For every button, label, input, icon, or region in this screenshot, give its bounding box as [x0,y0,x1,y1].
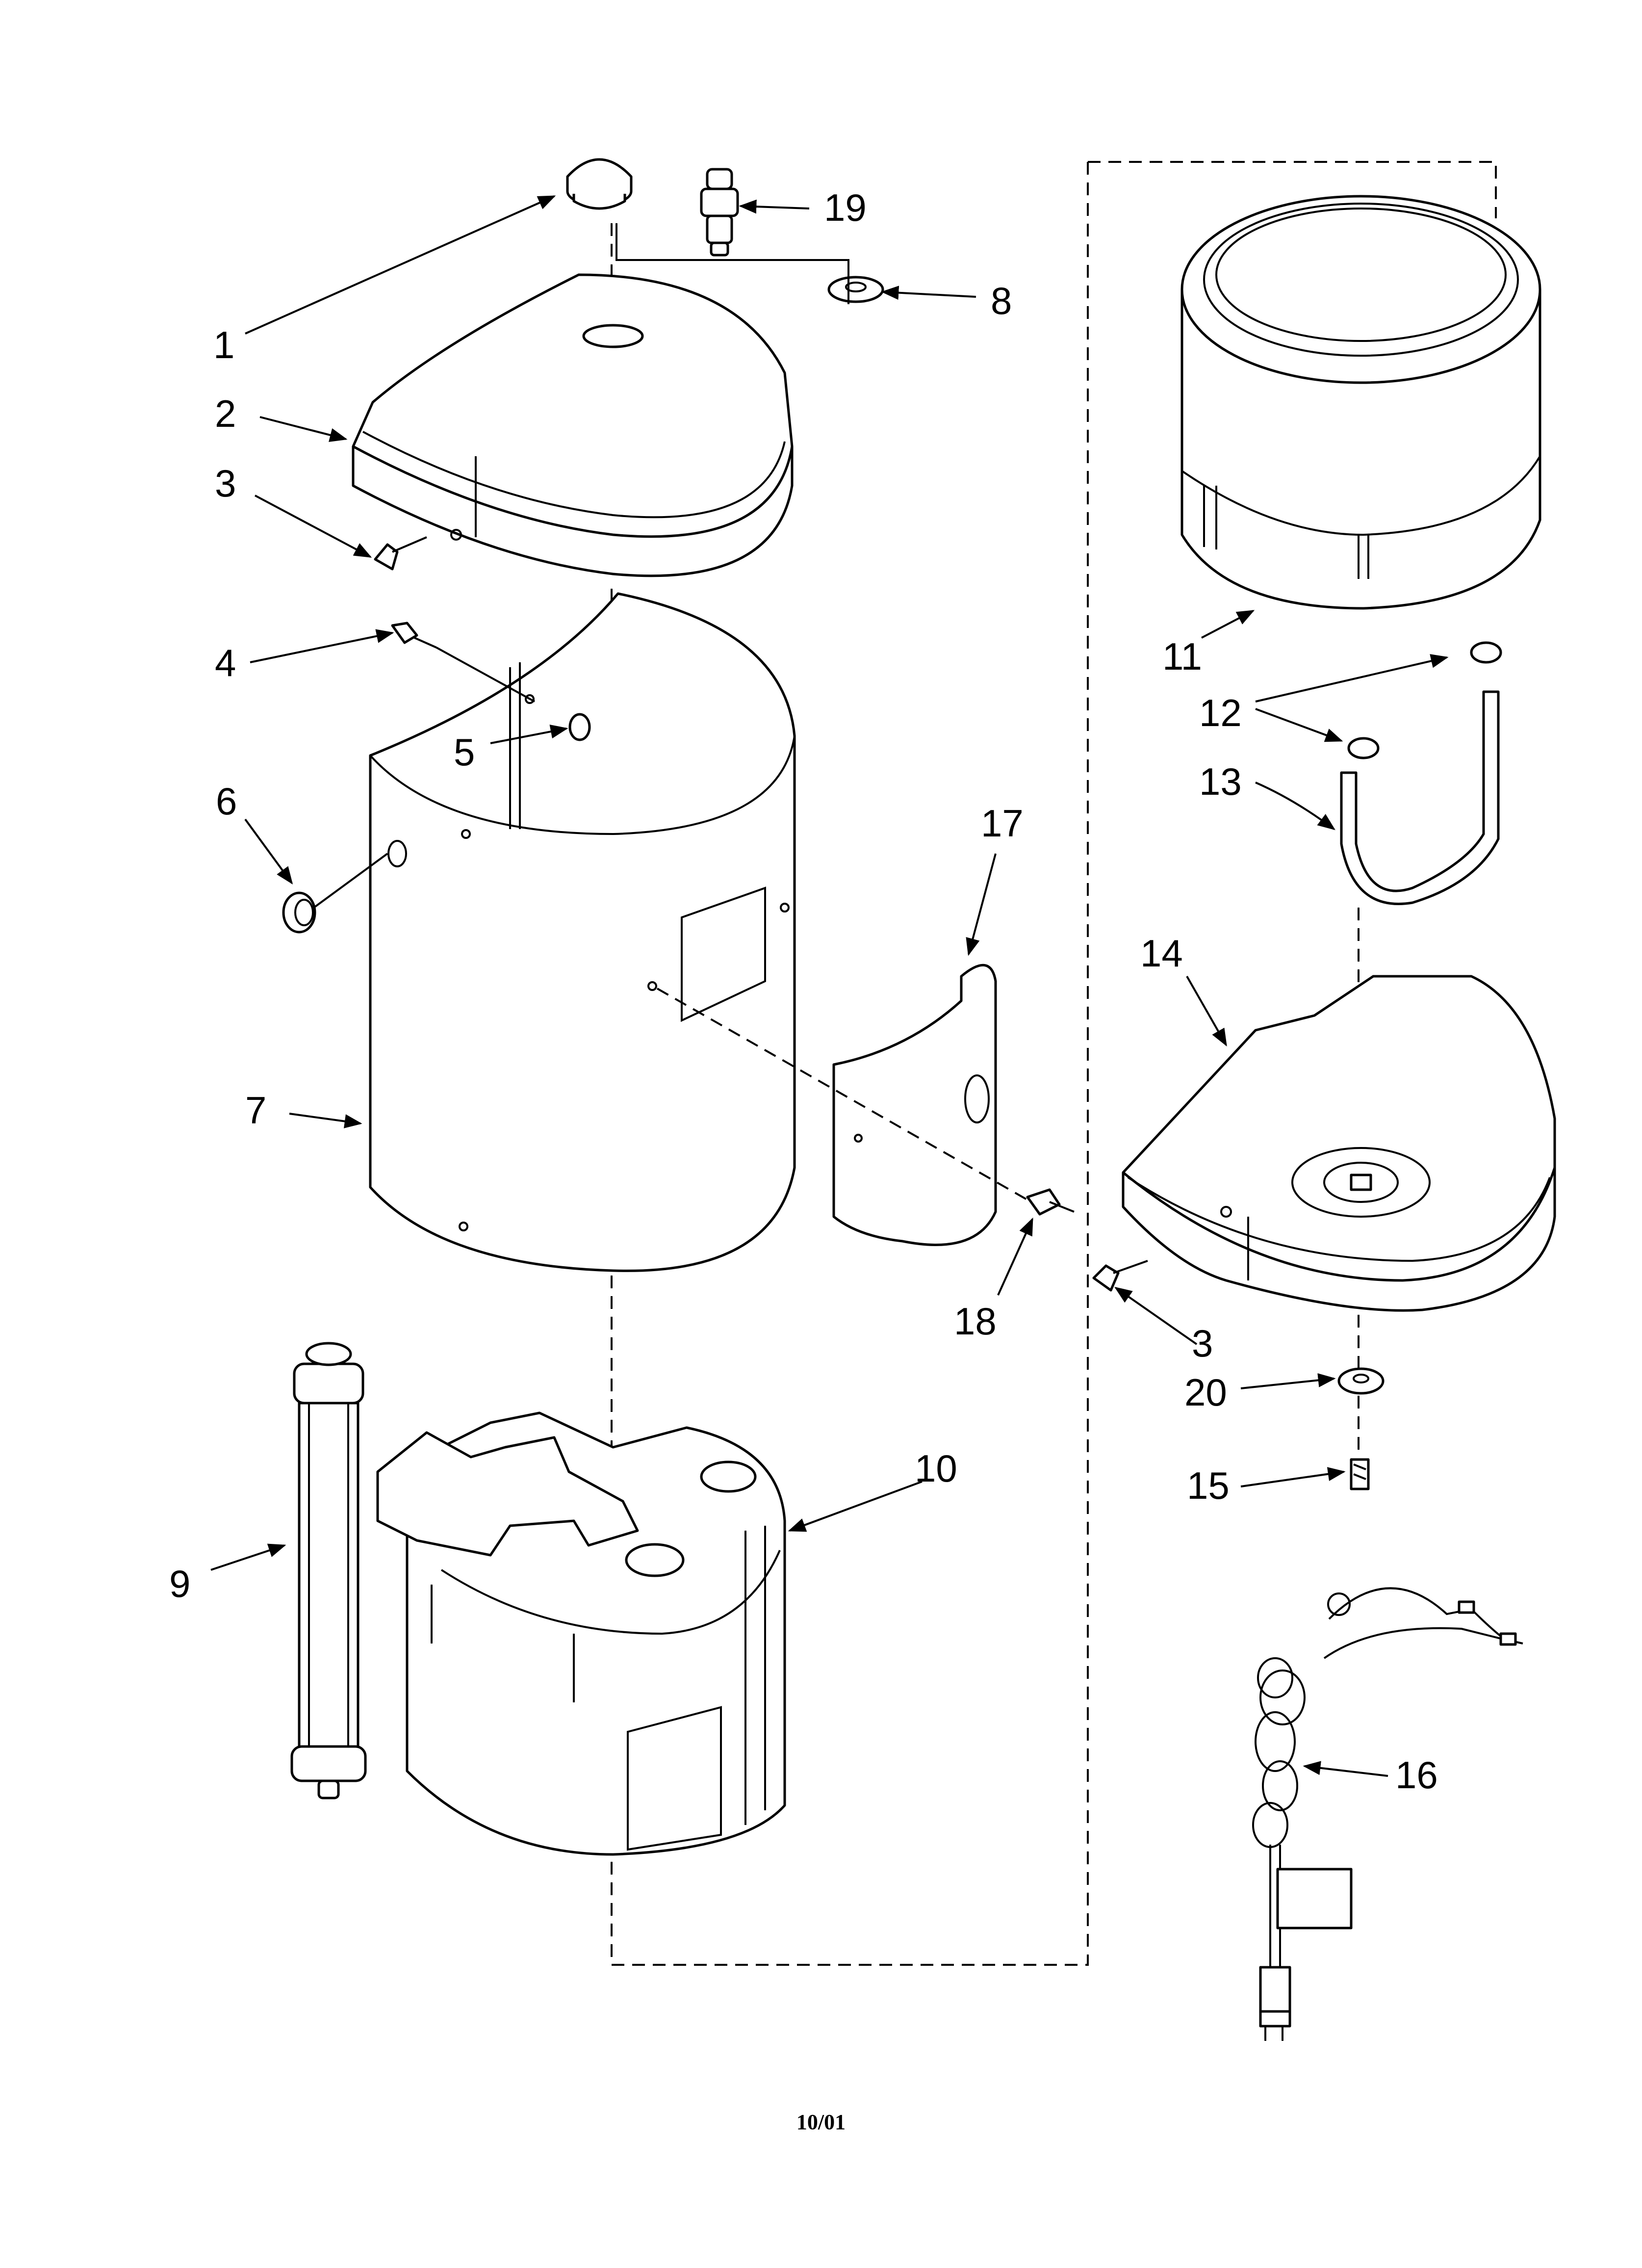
part-12-clamp [1347,641,1502,759]
label-part-13: 13 [1199,760,1242,803]
part-4-screw [391,622,535,703]
part-15-screw [1350,1458,1370,1490]
part-1-plug [566,158,633,210]
part-10-base [376,1411,786,1856]
label-part-10: 10 [915,1447,957,1490]
label-part-1: 1 [213,323,234,366]
label-part-11: 11 [1162,635,1202,678]
part-3-screw [374,536,427,571]
label-part-20: 20 [1184,1371,1227,1414]
part-7-housing [369,592,796,1272]
label-part-2: 2 [215,392,236,435]
part-14-tray [1122,975,1556,1312]
label-part-6: 6 [216,780,237,823]
part-5-washer [568,713,591,741]
label-part-3-right: 3 [1192,1322,1213,1365]
label-part-19: 19 [824,186,867,229]
label-part-4: 4 [215,641,236,684]
part-19-fitting [700,168,739,257]
label-part-16: 16 [1395,1753,1438,1797]
part-13-tube [1340,690,1500,905]
label-part-3: 3 [215,462,236,505]
label-part-12: 12 [1199,691,1242,734]
part-18-screw [1026,1188,1075,1216]
part-16-power-cord [1252,1587,1523,2041]
label-part-17: 17 [981,802,1024,845]
part-20-washer [1337,1367,1385,1395]
part-3-screw-right [1092,1260,1148,1292]
label-part-9: 9 [169,1562,190,1605]
part-11-reservoir [1180,195,1541,610]
part-6-grommet [282,853,388,934]
leader-lines [210,195,1449,1777]
part-17-shield [832,964,997,1246]
label-part-18: 18 [954,1300,997,1343]
guide-line [616,223,849,304]
label-part-7: 7 [245,1089,266,1132]
footer-date: 10/01 [796,2110,846,2134]
part-9-filter [290,1342,367,1799]
label-part-5: 5 [454,730,475,774]
part-8-washer [827,276,884,303]
label-part-14: 14 [1140,932,1183,975]
label-part-15: 15 [1187,1464,1230,1507]
alignment-line [657,988,1040,1208]
assembly-boundary [611,161,1497,1966]
part-2-lid [352,273,794,577]
label-part-8: 8 [991,279,1012,322]
